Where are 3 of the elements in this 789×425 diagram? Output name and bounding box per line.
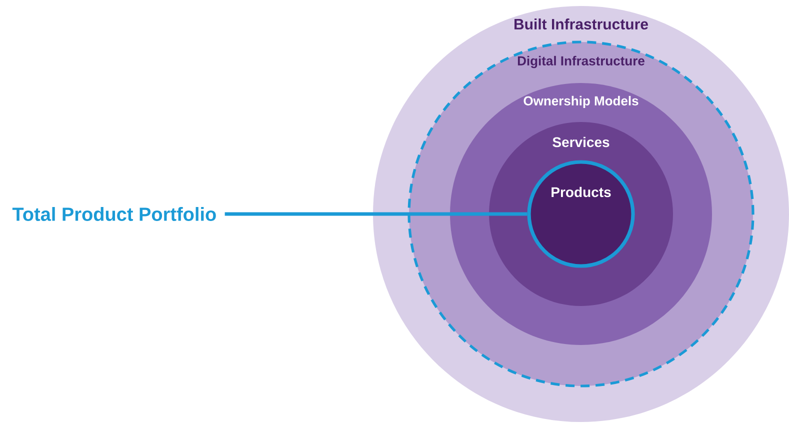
leader-line [224, 212, 528, 216]
ring: Products [527, 160, 635, 268]
heading-label: Total Product Portfolio [12, 207, 216, 221]
